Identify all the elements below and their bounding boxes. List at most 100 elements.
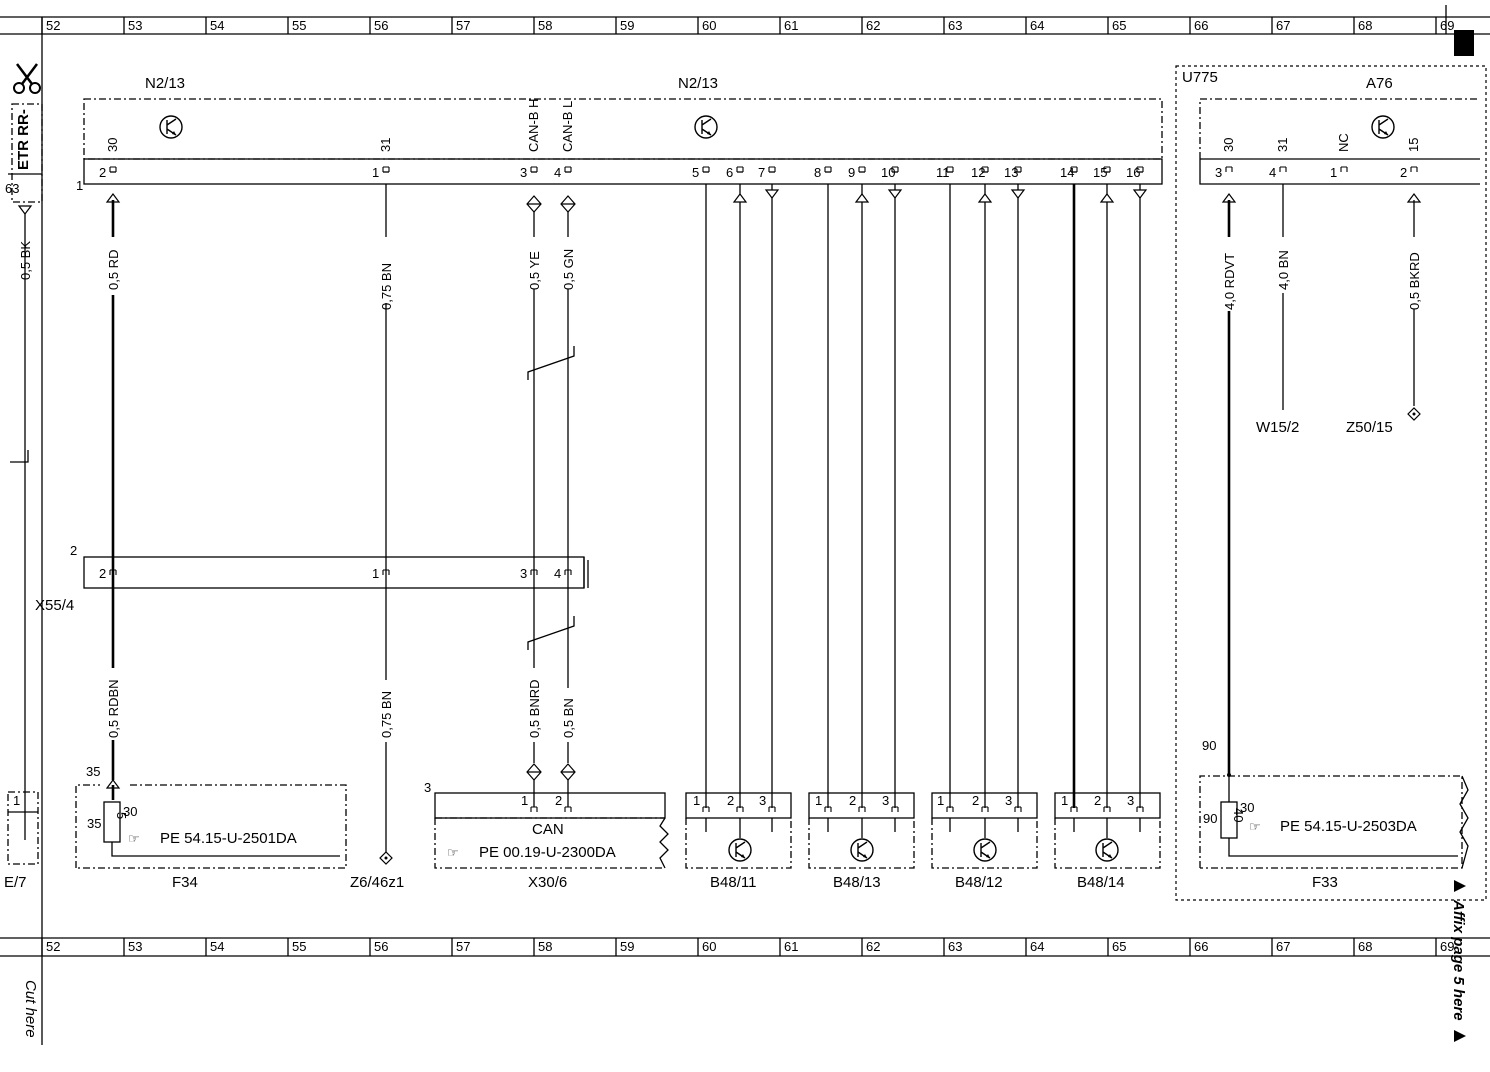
n213-transistor-icon-mid [694,115,718,139]
affix-page-label: Affix page 5 here [1450,899,1467,1021]
sensor-pin-number: 2 [849,793,856,808]
cut-here-label: Cut here [22,980,39,1038]
x55-4-label: X55/4 [35,597,74,614]
x30-pin-number: 2 [555,793,562,808]
x30-pin-contact [564,806,572,813]
grid-label: 53 [128,18,142,33]
grid-label: 52 [46,939,60,954]
n213-housing [83,98,1163,160]
sensor-pin-number: 3 [882,793,889,808]
n213-pin-number: 1 [372,165,379,180]
sensor-pin-number: 2 [727,793,734,808]
n213-connector [83,158,1163,185]
n213-pin-contact [382,166,390,173]
grid-label: 60 [702,18,716,33]
x55-pin-number: 2 [99,566,106,581]
grid-label: 57 [456,18,470,33]
grid-label: 56 [374,18,388,33]
n213-label-mid: N2/13 [678,75,718,92]
n213-pin-contact [530,166,538,173]
a76-pin-signal: NC [1336,133,1351,152]
n213-pin-number: 3 [520,165,527,180]
grid-label: 55 [292,18,306,33]
wire-label: 4,0 BN [1276,250,1291,290]
f33-top-pin: 90 [1202,738,1216,753]
grid-label: 57 [456,939,470,954]
u775-boundary [1175,65,1487,901]
grid-label: 54 [210,18,224,33]
n213-pin-signal: CAN-B H [526,99,541,152]
grid-bottom [0,937,1490,957]
b48-14-label: B48/14 [1077,874,1125,891]
grid-label: 65 [1112,18,1126,33]
n213-pin-number: 9 [848,165,855,180]
signal-arrow-up-icon [733,193,747,203]
n213-pin-number: 15 [1093,165,1107,180]
sensor-pin-number: 1 [1061,793,1068,808]
n213-pin-number: 12 [971,165,985,180]
grid-label: 68 [1358,18,1372,33]
n213-pin-contact [824,166,832,173]
x30-6-label: X30/6 [528,874,567,891]
left-bottom-pin: 1 [13,793,20,808]
x30-pin-number: 1 [521,793,528,808]
grid-label: 60 [702,939,716,954]
grid-label: 62 [866,939,880,954]
sensor-pin-number: 1 [815,793,822,808]
a76-pin-signal: 15 [1406,138,1421,152]
wire-label: 0,5 RDBN [106,679,121,738]
affix-arrow-top-icon [1454,880,1466,892]
n213-label-left: N2/13 [145,75,185,92]
a76-transistor-icon [1371,115,1395,139]
f34-label: F34 [172,874,198,891]
n213-connector-number: 1 [76,178,83,193]
z6-46z1-label: Z6/46z1 [350,874,404,891]
n213-pin-signal: CAN-B L [560,101,575,152]
left-bottom-ref: E/7 [4,874,27,891]
f34-inner-pin: 5 [114,812,129,819]
sensor-pin-number: 2 [972,793,979,808]
n213-pin-number: 2 [99,165,106,180]
sensor-transistor-icon [728,838,752,862]
a76-pin-contact [1225,166,1233,173]
n213-pin-signal: 31 [378,138,393,152]
a76-pin-number: 4 [1269,165,1276,180]
grid-label: 64 [1030,939,1044,954]
sensor-transistor-icon [1095,838,1119,862]
n213-transistor-icon-left [159,115,183,139]
grid-label: 62 [866,18,880,33]
n213-pin-contact [768,166,776,173]
grid-label: 64 [1030,18,1044,33]
grid-top [0,16,1490,35]
grid-label: 66 [1194,939,1208,954]
n213-pin-number: 6 [726,165,733,180]
x55-pin-number: 3 [520,566,527,581]
grid-label: 69 [1440,18,1454,33]
grid-label: 59 [620,18,634,33]
signal-arrow-down-icon [888,189,902,199]
grid-label: 61 [784,939,798,954]
grid-label: 52 [46,18,60,33]
x55-4-connector [83,556,585,589]
grid-label: 58 [538,939,552,954]
f33-inner-pin: 40 [1231,808,1246,822]
left-wire-label: 0,5 BK [18,241,33,280]
f34-ref: PE 54.15-U-2501DA [160,830,297,847]
grid-label: 69 [1440,939,1454,954]
n213-pin-contact [736,166,744,173]
u775-label: U775 [1182,69,1218,86]
signal-arrow-up-icon [978,193,992,203]
grid-label: 63 [948,939,962,954]
grid-label: 63 [948,18,962,33]
wire-label: 0,5 BN [561,698,576,738]
a76-pin-number: 2 [1400,165,1407,180]
n213-pin-number: 16 [1126,165,1140,180]
signal-arrow-down-icon [1133,189,1147,199]
